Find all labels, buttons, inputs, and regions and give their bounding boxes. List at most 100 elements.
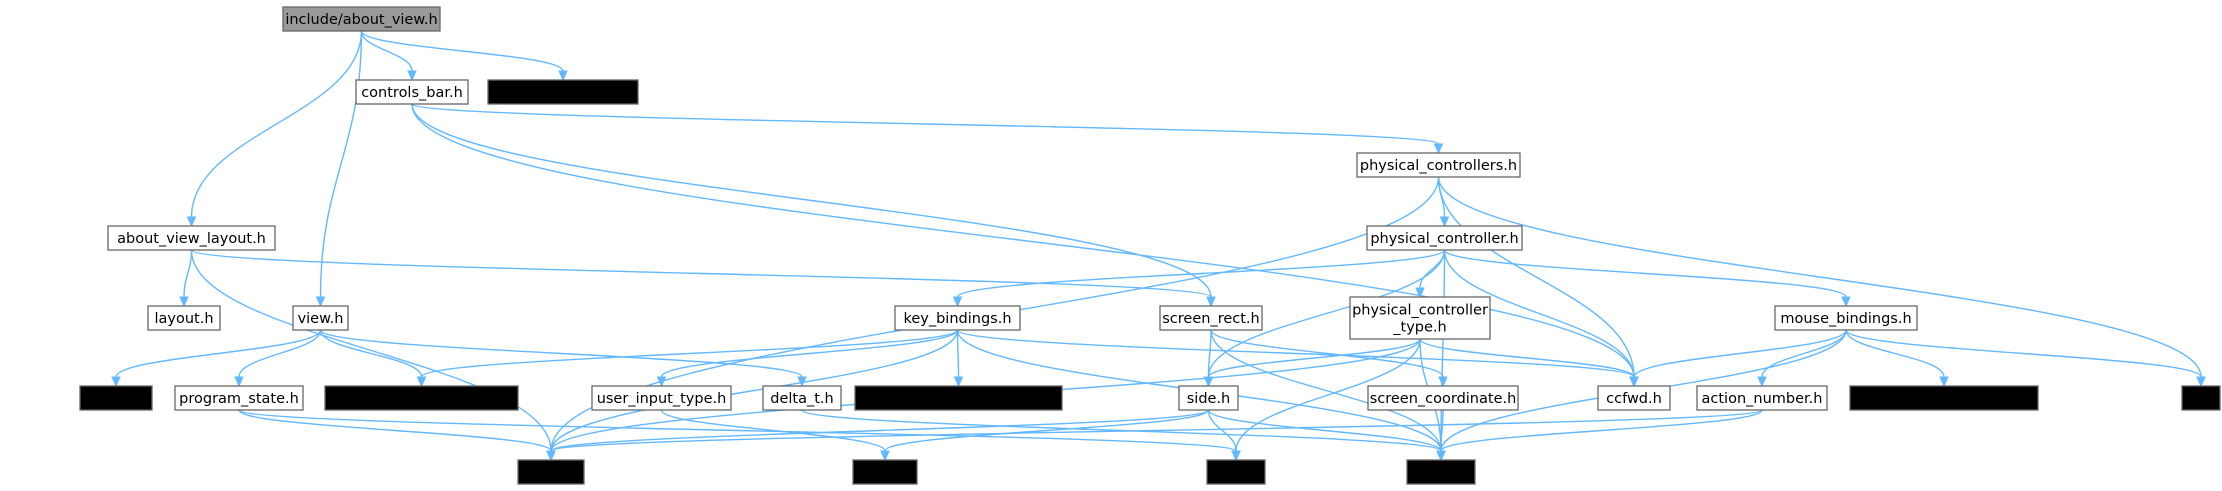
node-box [852,459,918,485]
node-label: about_view_layout.h [117,231,266,247]
edge-screen-rect-to-screen-coordinate [1210,329,1448,388]
node-box [487,79,639,105]
node-box [1849,385,2039,411]
node-iosfwd: iosfwd [1406,459,1476,485]
edge-about-view-layout-to-layout [179,249,193,308]
node-label: delta_t.h [770,391,833,407]
node-label: side.h [1187,391,1231,407]
edge-physical-controller-type-to-side [1203,338,1421,388]
node-ccfwd[interactable]: ccfwd.h [1597,385,1671,411]
node-layout[interactable]: layout.h [147,305,221,331]
node-label: program_state.h [179,391,299,407]
node-program-state[interactable]: program_state.h [174,385,304,411]
node-sfml-event: SFML/Window/Event.hpp [324,385,519,411]
node-screen-rect[interactable]: screen_rect.h [1159,305,1263,331]
edge-program-state-to-vector [238,409,556,462]
node-physical-controllers[interactable]: physical_controllers.h [1356,152,1521,178]
nodes-layer: include/about_view.h controls_bar.h SFML/G… [79,6,2221,485]
node-box [1696,385,1828,411]
edge-key-bindings-to-ccfwd [956,329,1639,388]
edge-controls-bar-to-screen-rect [411,103,1216,308]
edge-view-to-optional [111,329,322,388]
edge-key-bindings-to-sfml-event [416,329,959,388]
node-label: screen_coordinate.h [1370,391,1517,407]
node-label: iosfwd [1418,465,1464,481]
node-label: SFML/Window/Event.hpp [332,391,511,407]
node-box [282,6,441,32]
node-label: layout.h [154,311,213,327]
node-key-bindings[interactable]: key_bindings.h [894,305,1021,331]
node-action-number[interactable]: action_number.h [1696,385,1828,411]
node-string: string [1206,459,1266,485]
node-box [1206,459,1266,485]
node-label: SFML/Window/Keyboard.hpp [856,391,1061,407]
node-delta-t[interactable]: delta_t.h [762,385,842,411]
node-box [147,305,221,331]
node-label: optional [87,391,146,407]
node-side[interactable]: side.h [1178,385,1239,411]
node-box [1367,385,1519,411]
node-label: screen_rect.h [1162,311,1259,327]
node-label: vector [528,465,574,481]
edge-controls-bar-to-physical-controllers [411,103,1444,155]
edge-mouse-bindings-to-sfml-mouse [1845,329,1949,388]
node-box [1178,385,1239,411]
node-label: mouse_bindings.h [1780,311,1911,327]
node-box [1366,225,1523,251]
node-controls-bar[interactable]: controls_bar.h [355,79,469,105]
node-box [292,305,349,331]
node-label: physical_controller.h [1370,231,1518,247]
node-label: physical_controllers.h [1360,158,1517,174]
node-label: ccfwd.h [1606,391,1662,407]
edge-action-number-to-vector [546,409,1763,462]
edge-physical-controller-to-iosfwd [1436,249,1446,462]
node-mouse-bindings[interactable]: mouse_bindings.h [1774,305,1918,331]
edge-view-to-program-state [234,329,322,388]
node-label: user_input_type.h [597,391,727,407]
edge-key-bindings-to-user-input-type [656,329,959,388]
edge-mouse-bindings-to-action-number [1757,329,1847,388]
node-box [762,385,842,411]
node-user-input-type[interactable]: user_input_type.h [591,385,732,411]
node-view[interactable]: view.h [292,305,349,331]
node-box [1774,305,1918,331]
node-box [2181,385,2221,411]
node-box [1356,152,1521,178]
edge-mouse-bindings-to-map [1845,329,2206,388]
node-screen-coordinate[interactable]: screen_coordinate.h [1367,385,1519,411]
node-physical-controller[interactable]: physical_controller.h [1366,225,1523,251]
node-label: action_number.h [1702,391,1823,407]
node-random: random [852,459,918,485]
node-label: random [857,465,913,481]
edge-mouse-bindings-to-ccfwd [1629,329,1847,388]
node-optional: optional [79,385,153,411]
edge-about-view-to-controls-bar [360,30,417,82]
edge-about-view-to-view [315,30,363,308]
edge-side-to-random [880,409,1210,462]
node-box [79,385,153,411]
edge-physical-controllers-to-map [1437,176,2206,388]
edge-physical-controllers-to-ccfwd [1437,176,1639,388]
node-vector: vector [517,459,585,485]
node-label: SFML/Graphics.hpp [493,85,632,101]
edge-action-number-to-iosfwd [1436,409,1763,462]
node-box [1406,459,1476,485]
edge-user-input-type-to-random [660,409,890,462]
node-box [1349,296,1491,340]
node-box [591,385,732,411]
node-physical-controller-type[interactable]: physical_controller_type.h [1349,296,1491,340]
node-about-view[interactable]: include/about_view.h [282,6,441,32]
node-label-line: physical_controller [1352,303,1488,319]
node-label: string [1215,465,1257,481]
node-sfml-mouse: SFML/Window/Mouse.hpp [1849,385,2039,411]
edge-side-to-vector [546,409,1210,462]
edge-key-bindings-to-sfml-keyboard [953,329,964,388]
edge-physical-controller-to-mouse-bindings [1443,249,1851,308]
node-label: physical_controller_type.h [1352,303,1488,336]
node-about-view-layout[interactable]: about_view_layout.h [107,225,276,251]
node-box [1159,305,1263,331]
edge-physical-controller-to-key-bindings [952,249,1446,308]
node-label: map [2185,391,2217,407]
node-box [324,385,519,411]
edge-about-view-to-sfml-graphics [360,30,568,82]
